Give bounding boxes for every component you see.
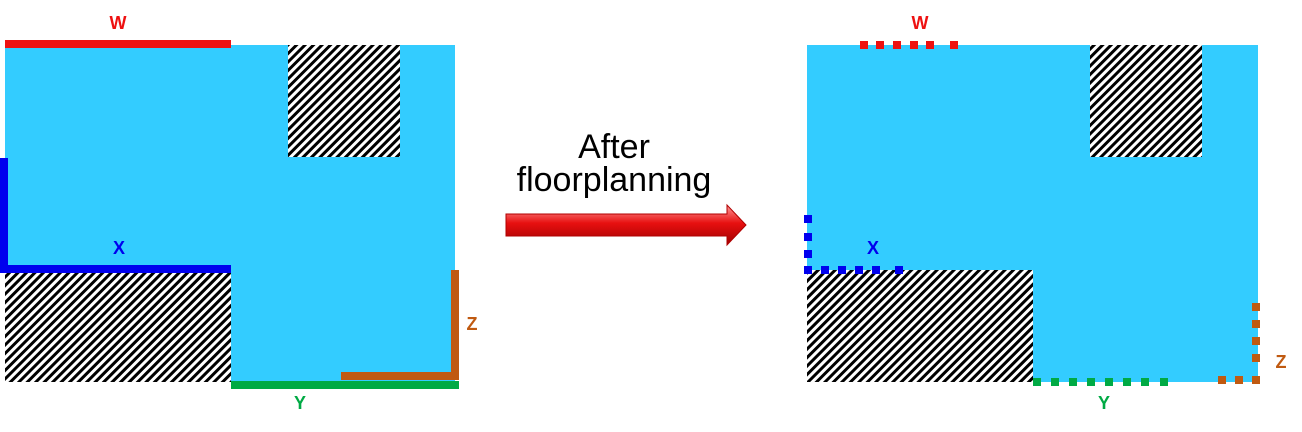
after-label-y: Y <box>1098 393 1110 413</box>
before-label-w: W <box>110 13 127 33</box>
transition: After floorplanning <box>505 128 747 247</box>
right-arrow-icon <box>505 203 747 247</box>
before-label-z: Z <box>467 314 478 334</box>
after-pin-y <box>1033 378 1168 386</box>
caption-line-1: After <box>578 128 650 166</box>
before-pin-z <box>341 270 459 380</box>
after-label-x: X <box>867 238 879 258</box>
after-label-z: Z <box>1276 352 1287 372</box>
before-blockage-top <box>288 45 400 157</box>
before-label-x: X <box>113 238 125 258</box>
before-pin-x <box>0 158 231 273</box>
after-pin-w <box>860 41 958 49</box>
after-blockage-top <box>1090 45 1202 157</box>
before-blockage-bottom <box>5 270 231 382</box>
after-pin-z <box>1218 303 1260 384</box>
before-floorplan: W X Y Z <box>0 13 478 413</box>
after-pin-x <box>804 215 903 274</box>
before-label-y: Y <box>294 393 306 413</box>
after-blockage-bottom <box>807 270 1033 382</box>
caption-line-2: floorplanning <box>517 161 712 199</box>
after-floorplan: W X Y <box>804 13 1287 413</box>
after-label-w: W <box>912 13 929 33</box>
